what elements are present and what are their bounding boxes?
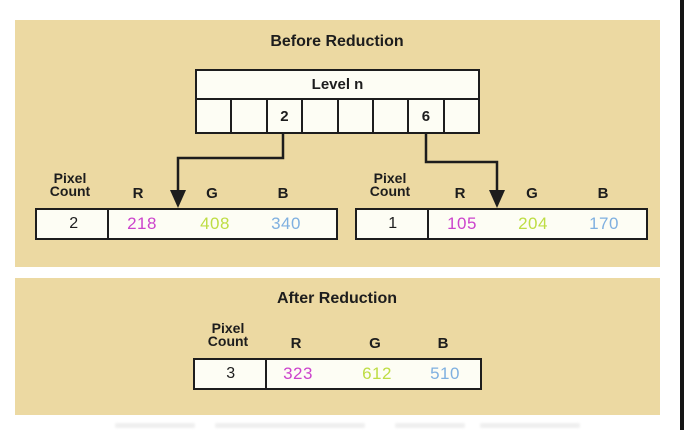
level-cell-8 (442, 100, 478, 132)
after-col-b: B (437, 335, 449, 352)
level-cell-4 (301, 100, 336, 132)
ghost-text-smudge (215, 423, 365, 428)
ghost-text-smudge (395, 423, 465, 428)
count-label: Count (369, 183, 411, 199)
left-col-b: B (277, 185, 289, 202)
right-r-value: 105 (447, 214, 477, 233)
right-node-table: 1 105 204 170 (355, 208, 648, 240)
left-col-g: G (206, 185, 218, 202)
after-pixel-count-value: 3 (226, 365, 236, 382)
pixel-label: Pixel (211, 320, 245, 336)
after-r-value: 323 (283, 364, 313, 383)
arrow-down-left-icon (170, 190, 186, 208)
right-g-value: 204 (518, 214, 548, 233)
count-label: Count (49, 183, 91, 199)
right-col-r: R (454, 185, 466, 202)
level-cell-2 (230, 100, 265, 132)
left-col-r: R (132, 185, 144, 202)
level-n-node: Level n 2 6 (195, 69, 480, 134)
pixel-label: Pixel (373, 170, 407, 186)
right-node-divider (427, 210, 429, 238)
level-cell-6 (371, 100, 407, 132)
level-cell-1 (197, 100, 230, 132)
left-pixel-count-header: Pixel Count (49, 170, 91, 199)
right-edge-bar (680, 0, 684, 430)
pixel-label: Pixel (53, 170, 87, 186)
after-g-value: 612 (362, 364, 392, 383)
after-col-r: R (290, 335, 302, 352)
right-b-value: 170 (589, 214, 619, 233)
after-reduction-panel: After Reduction Pixel Count R G B 3 323 … (15, 278, 660, 415)
left-b-value: 340 (271, 214, 301, 233)
connector-left (176, 134, 285, 192)
arrow-down-right-icon (489, 190, 505, 208)
ghost-text-smudge (115, 423, 195, 428)
left-node-divider (107, 210, 109, 238)
right-pixel-count-header: Pixel Count (369, 170, 411, 199)
count-label: Count (207, 333, 249, 349)
after-col-g: G (369, 335, 381, 352)
level-n-label: Level n (197, 71, 478, 100)
after-reduction-title: After Reduction (277, 290, 397, 307)
left-r-value: 218 (127, 214, 157, 233)
before-reduction-title: Before Reduction (270, 33, 404, 50)
after-node-divider (265, 360, 267, 388)
ghost-text-smudge (480, 423, 580, 428)
left-g-value: 408 (200, 214, 230, 233)
level-cell-5 (336, 100, 372, 132)
level-cell-3: 2 (265, 100, 301, 132)
after-b-value: 510 (430, 364, 460, 383)
level-n-cells: 2 6 (197, 100, 478, 132)
after-node-table: 3 323 612 510 (193, 358, 482, 390)
right-col-g: G (526, 185, 538, 202)
left-node-table: 2 218 408 340 (35, 208, 338, 240)
right-col-b: B (597, 185, 609, 202)
cutoff-caption-ghost (0, 421, 684, 430)
connector-right (424, 134, 499, 192)
left-pixel-count-value: 2 (69, 215, 79, 232)
right-pixel-count-value: 1 (388, 215, 398, 232)
before-reduction-panel: Before Reduction Level n 2 6 Pixel Count… (15, 20, 660, 267)
after-pixel-count-header: Pixel Count (207, 320, 249, 349)
level-cell-7: 6 (407, 100, 442, 132)
